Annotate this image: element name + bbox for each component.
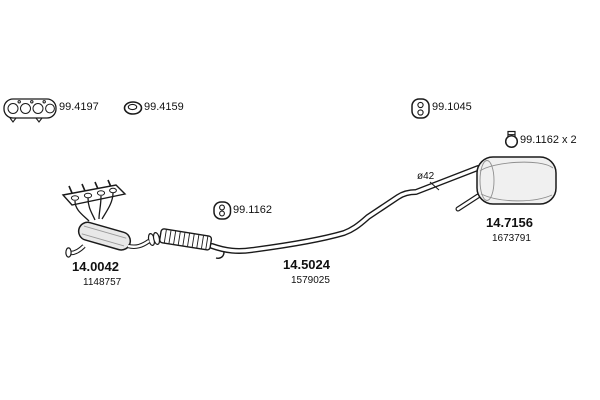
- manifold-gasket-icon: [3, 98, 57, 123]
- catalytic-converter-drawing: [61, 179, 151, 258]
- mid-pipe-part-number: 14.5024: [283, 257, 330, 272]
- muffler-part-number: 14.7156: [486, 215, 533, 230]
- flex-pipe-section: [159, 228, 213, 251]
- catalyst-ref-number: 1148757: [83, 277, 122, 288]
- gasket-code-label: 99.4197: [59, 101, 99, 113]
- rubber-mount-icon: [213, 201, 232, 220]
- mount-code-label: 99.1162: [233, 204, 272, 216]
- clamp-code-label: 99.1162 x 2: [520, 134, 577, 146]
- muffler-ref-number: 1673791: [492, 233, 531, 244]
- mid-pipe-ref-number: 1579025: [291, 275, 330, 286]
- gasket-ring-icon: [123, 101, 143, 115]
- ring-code-label: 99.4159: [144, 101, 184, 113]
- rubber-hanger-icon: [411, 98, 430, 119]
- pipe-flange: [147, 232, 161, 246]
- catalyst-part-number: 14.0042: [72, 259, 119, 274]
- rear-muffler-drawing: [455, 156, 557, 212]
- clamp-icon: [504, 130, 519, 149]
- mid-pipe-drawing: [147, 165, 481, 259]
- pipe-diameter-label: ø42: [417, 171, 435, 182]
- hanger-code-label: 99.1045: [432, 101, 472, 113]
